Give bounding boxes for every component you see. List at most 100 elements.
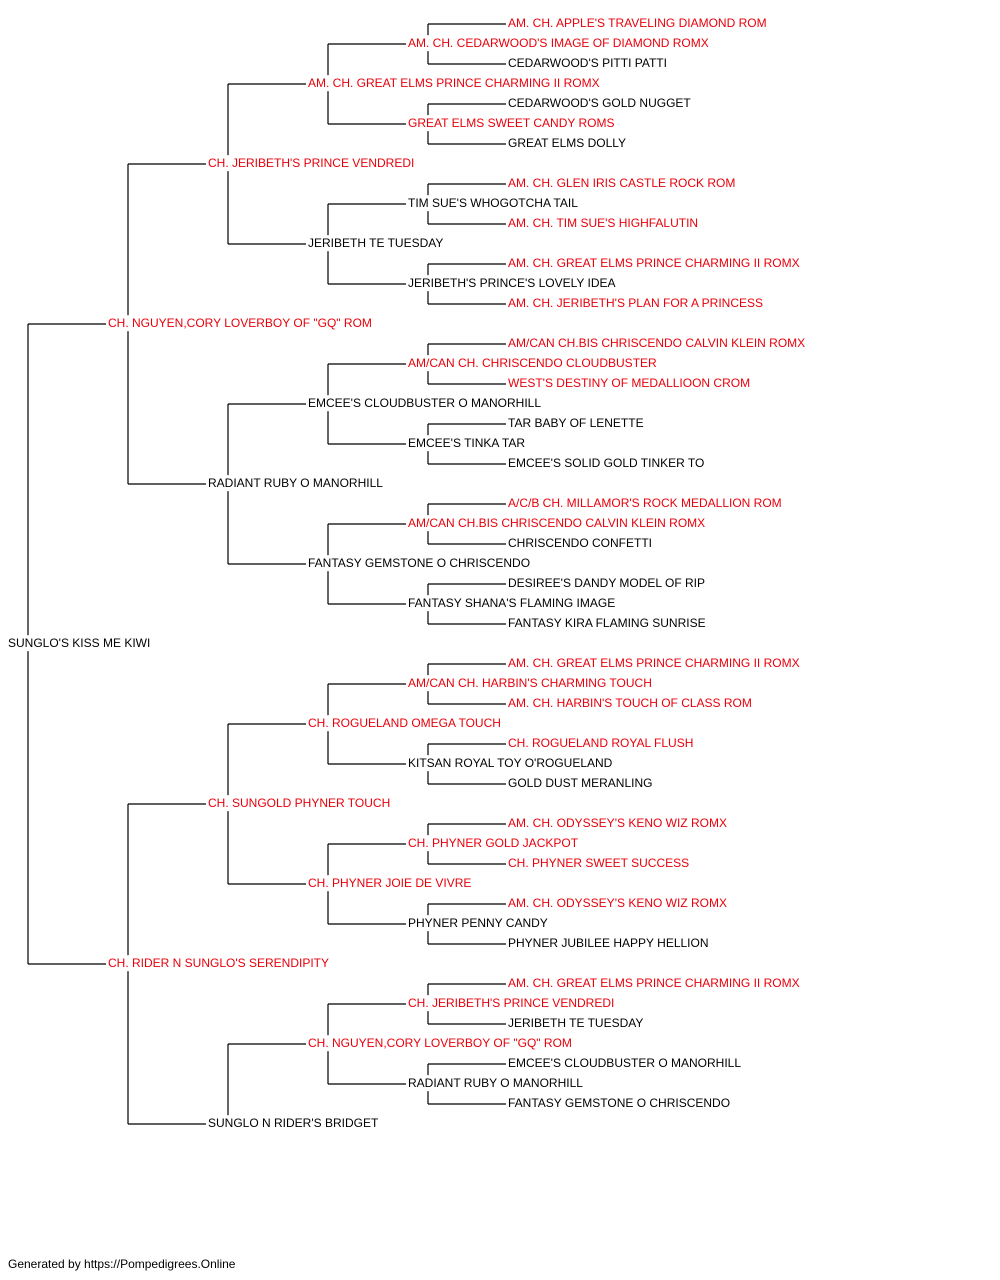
ancestor-name-gen-3: CH. ROGUELAND OMEGA TOUCH [308,716,501,730]
ancestor-name-gen-3: CH. PHYNER JOIE DE VIVRE [308,876,471,890]
label-backing [506,735,696,752]
ancestor-name-gen-5: A/C/B CH. MILLAMOR'S ROCK MEDALLION ROM [508,496,782,510]
label-backing [306,395,544,412]
ancestor-name-gen-4: EMCEE'S TINKA TAR [408,436,525,450]
label-backing [506,1095,733,1112]
label-backing [506,815,729,832]
ancestor-name-gen-4: CH. JERIBETH'S PRINCE VENDREDI [408,996,614,1010]
label-backing [506,175,738,192]
label-backing [406,675,654,692]
label-backing [406,1075,586,1092]
connector-lines [27,23,506,1125]
label-backing [306,555,533,572]
label-backing [306,875,474,892]
label-backing [206,475,386,492]
label-backing [306,75,602,92]
label-backing [506,215,701,232]
ancestor-name-gen-4: JERIBETH'S PRINCE'S LOVELY IDEA [408,276,616,290]
label-backing [306,235,446,252]
footer-credit: Generated by https://Pompedigrees.Online [8,1257,236,1271]
pedigree-tree: AM. CH. APPLE'S TRAVELING DIAMOND ROM CED… [6,15,808,1132]
ancestor-name-gen-4: AM/CAN CH. CHRISCENDO CLOUDBUSTER [408,356,657,370]
label-backing [506,975,802,992]
ancestor-name-gen-5: CH. ROGUELAND ROYAL FLUSH [508,736,693,750]
ancestor-name-gen-5: CEDARWOOD'S PITTI PATTI [508,56,667,70]
label-backing [206,1115,381,1132]
ancestor-name-gen-4: CH. PHYNER GOLD JACKPOT [408,836,579,850]
ancestor-name-gen-1: CH. NGUYEN,CORY LOVERBOY OF "GQ" ROM [108,316,372,330]
label-backing [506,1015,646,1032]
label-backing [106,315,374,332]
label-backing [406,195,581,212]
ancestor-name-gen-5: EMCEE'S SOLID GOLD TINKER TO [508,456,704,470]
ancestor-name-gen-4: KITSAN ROYAL TOY O'ROGUELAND [408,756,613,770]
label-backing [406,435,528,452]
ancestor-name-gen-5: AM. CH. TIM SUE'S HIGHFALUTIN [508,216,698,230]
ancestor-name-gen-1: CH. RIDER N SUNGLO'S SERENDIPITY [108,956,329,970]
label-backing [106,955,331,972]
label-backing [506,135,629,152]
ancestor-name-gen-5: DESIREE'S DANDY MODEL OF RIP [508,576,705,590]
label-backing [406,115,617,132]
ancestor-name-gen-5: AM. CH. GREAT ELMS PRINCE CHARMING II RO… [508,256,800,270]
label-backing [406,275,618,292]
label-backing [506,855,692,872]
label-backing [506,415,646,432]
ancestor-name-gen-3: AM. CH. GREAT ELMS PRINCE CHARMING II RO… [308,76,600,90]
label-backing [506,15,769,32]
label-backing [406,835,581,852]
ancestor-name-gen-5: PHYNER JUBILEE HAPPY HELLION [508,936,709,950]
label-backing [506,375,753,392]
label-backing [506,535,654,552]
ancestor-name-gen-2: CH. SUNGOLD PHYNER TOUCH [208,796,390,810]
ancestor-name-gen-4: FANTASY SHANA'S FLAMING IMAGE [408,596,615,610]
label-backing [506,935,711,952]
ancestor-name-gen-5: GOLD DUST MERANLING [508,776,652,790]
ancestor-name-gen-4: GREAT ELMS SWEET CANDY ROMS [408,116,614,130]
ancestor-name-gen-5: AM. CH. GREAT ELMS PRINCE CHARMING II RO… [508,656,800,670]
ancestor-name-gen-5: AM. CH. APPLE'S TRAVELING DIAMOND ROM [508,16,767,30]
label-backing [506,655,802,672]
label-backing [406,515,708,532]
ancestor-name-gen-2: RADIANT RUBY O MANORHILL [208,476,383,490]
ancestor-name-gen-0: SUNGLO'S KISS ME KIWI [8,636,150,650]
label-backing [206,795,393,812]
ancestor-name-gen-2: SUNGLO N RIDER'S BRIDGET [208,1116,379,1130]
ancestor-name-gen-4: TIM SUE'S WHOGOTCHA TAIL [408,196,578,210]
ancestor-name-gen-4: AM/CAN CH. HARBIN'S CHARMING TOUCH [408,676,652,690]
ancestor-name-gen-5: GREAT ELMS DOLLY [508,136,626,150]
label-backing [6,635,153,652]
ancestor-name-gen-3: FANTASY GEMSTONE O CHRISCENDO [308,556,530,570]
label-backing [506,255,802,272]
ancestor-name-gen-5: CHRISCENDO CONFETTI [508,536,652,550]
label-backing [506,455,707,472]
ancestor-name-gen-5: EMCEE'S CLOUDBUSTER O MANORHILL [508,1056,741,1070]
ancestor-name-gen-5: AM. CH. HARBIN'S TOUCH OF CLASS ROM [508,696,752,710]
label-backing [306,1035,574,1052]
ancestor-name-gen-5: CH. PHYNER SWEET SUCCESS [508,856,689,870]
ancestor-name-gen-5: TAR BABY OF LENETTE [508,416,644,430]
label-backing [506,335,808,352]
ancestor-name-gen-4: PHYNER PENNY CANDY [408,916,548,930]
ancestor-name-gen-5: WEST'S DESTINY OF MEDALLIOON CROM [508,376,750,390]
label-backing [506,295,766,312]
ancestor-name-gen-5: AM. CH. JERIBETH'S PLAN FOR A PRINCESS [508,296,763,310]
label-backing [206,155,417,172]
ancestor-name-gen-3: CH. NGUYEN,CORY LOVERBOY OF "GQ" ROM [308,1036,572,1050]
ancestor-name-gen-4: AM/CAN CH.BIS CHRISCENDO CALVIN KLEIN RO… [408,516,705,530]
ancestor-name-gen-5: JERIBETH TE TUESDAY [508,1016,643,1030]
ancestor-name-gen-3: EMCEE'S CLOUDBUSTER O MANORHILL [308,396,541,410]
label-backing [506,695,754,712]
ancestor-name-gen-5: AM. CH. GREAT ELMS PRINCE CHARMING II RO… [508,976,800,990]
ancestor-name-gen-5: AM/CAN CH.BIS CHRISCENDO CALVIN KLEIN RO… [508,336,805,350]
ancestor-name-gen-3: JERIBETH TE TUESDAY [308,236,443,250]
label-backing [506,895,729,912]
label-backing [406,355,660,372]
label-backing [406,915,550,932]
ancestor-name-gen-2: CH. JERIBETH'S PRINCE VENDREDI [208,156,414,170]
label-backing [506,55,669,72]
label-backing [506,1055,744,1072]
label-backing [506,495,784,512]
label-backing [506,95,694,112]
ancestor-name-gen-5: FANTASY GEMSTONE O CHRISCENDO [508,1096,730,1110]
